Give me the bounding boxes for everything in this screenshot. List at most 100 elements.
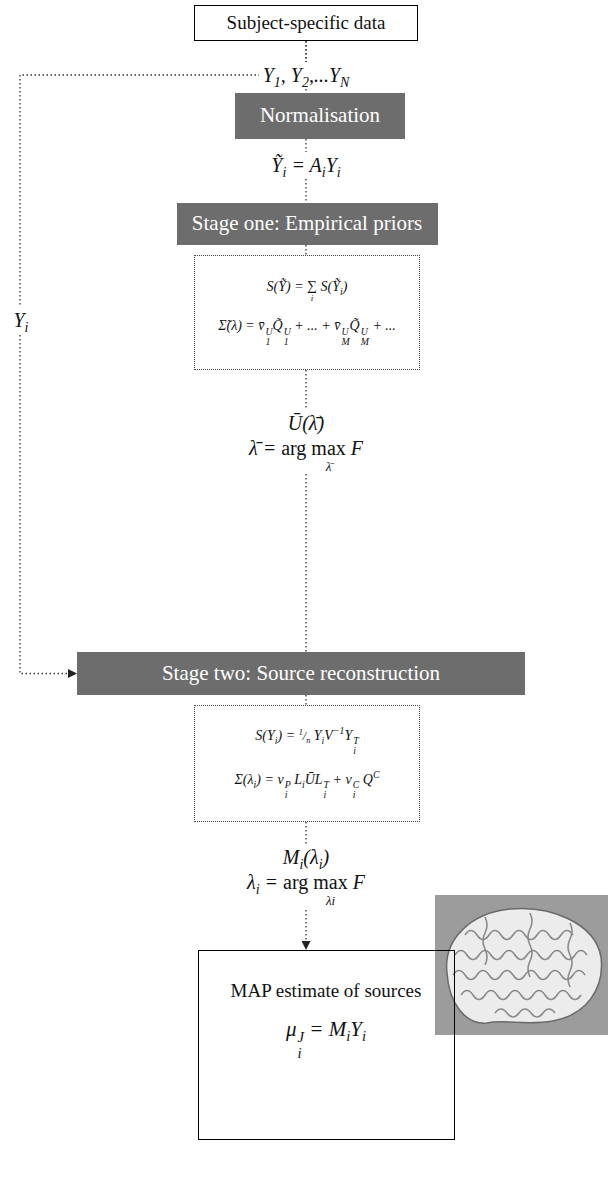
math-part: Subject-specific data xyxy=(227,12,386,33)
math-part: ,...Y xyxy=(309,64,340,86)
math-part: Ỹ xyxy=(271,154,282,176)
math-part: , Y xyxy=(281,64,302,86)
math-part: ) = xyxy=(278,728,299,743)
math-part: i xyxy=(254,778,257,789)
math-part: i xyxy=(353,746,358,756)
math-part: = A xyxy=(286,154,321,176)
math-part: Y xyxy=(326,154,337,176)
brain-gyri xyxy=(453,913,587,1017)
math-part: μ xyxy=(286,1017,297,1041)
gyrus-line xyxy=(528,913,532,977)
math-part: 1/n xyxy=(299,729,311,743)
node-text: μiJ = MiYi xyxy=(286,1016,366,1061)
math-part: ∑i xyxy=(307,278,317,304)
node-text: S(Ỹ) = ∑i S(Ỹi) xyxy=(267,278,348,304)
math-part: C xyxy=(353,780,360,790)
math-part: maxλ̄ xyxy=(311,436,345,473)
equation-box: S(Ỹ) = ∑i S(Ỹi)Σ̃(λ) = v̄1UQ̃1U + ... + … xyxy=(194,255,420,370)
math-part: Y xyxy=(13,309,24,331)
math-part: P xyxy=(285,780,291,790)
math-part: i xyxy=(319,857,323,872)
node-text: Stage one: Empirical priors xyxy=(192,210,422,237)
gyrus-line xyxy=(455,951,587,960)
gyrus-line xyxy=(568,923,572,987)
math-part: ∑ xyxy=(307,278,317,295)
math-part: iP xyxy=(285,780,291,801)
math-part: i xyxy=(282,165,286,180)
math-part: maxλi xyxy=(313,870,347,907)
math-part: S(Ỹ) = xyxy=(267,279,308,294)
dotted-connector xyxy=(305,695,306,705)
math-part: M xyxy=(361,337,369,347)
math-part: MU xyxy=(341,327,349,348)
math-part: Q̃ xyxy=(273,318,283,333)
math-part: C xyxy=(373,769,380,780)
math-part: i xyxy=(275,734,278,745)
math-part: i xyxy=(337,165,341,180)
edge-label: Ū(λ̄) λ̄ = arg maxλ̄ F xyxy=(245,410,367,474)
math-part: ) xyxy=(343,279,348,294)
math-part: Stage one: Empirical priors xyxy=(192,211,422,235)
image-ground xyxy=(435,895,608,1035)
math-part: max xyxy=(313,870,347,894)
math-part: λ xyxy=(247,871,256,893)
brain-outline xyxy=(447,908,602,1023)
edge-label: Ỹi = AiYi xyxy=(267,152,344,179)
math-part: i xyxy=(353,790,360,800)
math-part: 1U xyxy=(284,327,291,348)
math-part: L xyxy=(291,772,302,787)
math-part: i xyxy=(322,734,325,745)
math-part: Normalisation xyxy=(260,103,380,127)
gyrus-line xyxy=(495,1009,555,1017)
edge-label: Mi(λi) λi = arg maxλi F xyxy=(243,844,369,908)
math-part: N xyxy=(340,75,349,90)
gyrus-line xyxy=(465,931,573,940)
math-part: U xyxy=(266,327,273,337)
math-part: λi xyxy=(326,894,335,907)
node-text: Σ(λi) = viP LiŪLiT + viC QC xyxy=(235,771,380,801)
math-part: S(Y xyxy=(255,728,274,743)
math-part: 2 xyxy=(302,75,309,90)
math-part: Σ(λ xyxy=(235,772,254,787)
math-part: λ̄ xyxy=(326,460,332,473)
node-text: S(Yi) = 1/n YiV−1YiT xyxy=(255,727,358,757)
math-part: 1 xyxy=(274,75,281,90)
equation-box: S(Yi) = 1/n YiV−1YiT Σ(λi) = viP LiŪLiT +… xyxy=(194,705,420,822)
math-part: i xyxy=(324,790,329,800)
math-part: Q̃ xyxy=(350,318,360,333)
math-part: i xyxy=(299,857,303,872)
math-part: i xyxy=(25,320,29,335)
dotted-connector xyxy=(305,245,306,255)
math-part: i xyxy=(311,294,314,303)
math-part: 1 xyxy=(284,337,291,347)
gyrus-line xyxy=(483,917,487,965)
math-part: Σ̃(λ) = v̄ xyxy=(218,318,264,333)
math-part: 1 xyxy=(299,728,303,737)
math-part: iT xyxy=(324,780,329,801)
edge-label: Yi xyxy=(9,307,32,334)
math-part: iT xyxy=(353,736,358,757)
math-part: i xyxy=(285,790,291,800)
math-part: MU xyxy=(361,327,369,348)
node-text: Subject-specific data xyxy=(227,11,386,36)
math-part: S(Ỹ xyxy=(317,279,340,294)
math-part: Stage two: Source reconstruction xyxy=(162,661,440,685)
math-part: T xyxy=(324,780,329,790)
math-part: F xyxy=(346,437,363,459)
math-part: F xyxy=(348,871,365,893)
stage-band: Stage two: Source reconstruction xyxy=(77,652,525,695)
math-part: U xyxy=(284,327,291,337)
math-part: Q xyxy=(359,772,373,787)
math-part: 1 xyxy=(266,337,273,347)
math-part: U xyxy=(341,327,349,337)
edge-label: Y1, Y2,...YN xyxy=(259,62,354,89)
math-part: 1U xyxy=(266,327,273,348)
math-part: Y xyxy=(263,64,274,86)
node-text: Σ̃(λ) = v̄1UQ̃1U + ... + v̄MUQ̃MU + ... xyxy=(218,317,396,347)
math-part: i xyxy=(340,285,343,296)
node-text: Stage two: Source reconstruction xyxy=(162,660,440,687)
math-part: arg xyxy=(283,871,313,893)
math-part: = M xyxy=(304,1017,346,1041)
stage-band: Normalisation xyxy=(235,93,405,139)
